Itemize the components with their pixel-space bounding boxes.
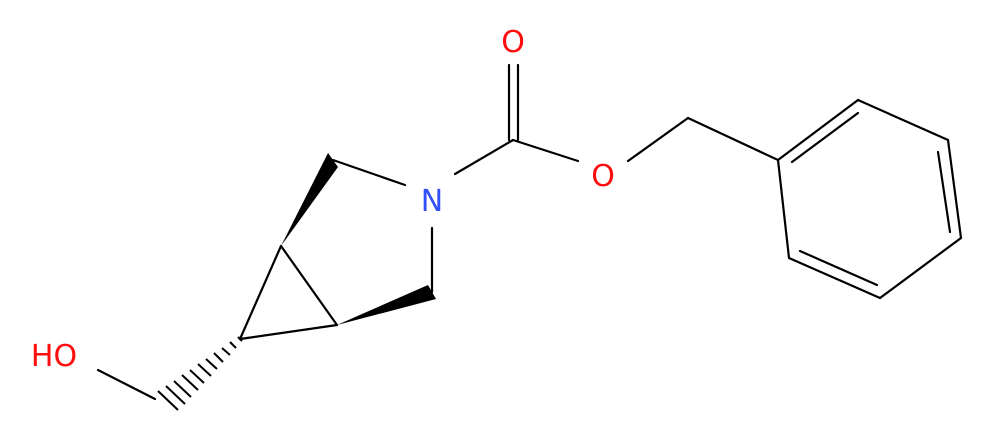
ch2-oh-bond (96, 368, 157, 401)
wedge-bond-lower (337, 285, 436, 325)
ring-ch2-n-upper (331, 158, 407, 187)
ring-fusion-bond (279, 244, 339, 327)
benzene-bond-5 (787, 256, 882, 300)
benzene-bond-1 (776, 98, 860, 162)
benzene-bond-4 (878, 236, 963, 300)
benzene-bond-1-inner (790, 111, 860, 164)
carbonyl-oxygen-label: O (501, 25, 525, 60)
hydroxyl-label: HO (31, 339, 77, 374)
cyclopropane-bond-lower (238, 323, 339, 341)
ester-oxygen-label: O (591, 159, 615, 194)
cyclopropane-bond-upper (238, 244, 283, 341)
hashed-wedge-bond (157, 336, 243, 411)
carbamate-n-bond (453, 138, 515, 176)
benzene-bond-2 (856, 98, 950, 142)
benzyl-bond (686, 116, 780, 162)
benzene-bond-3 (946, 138, 963, 240)
benzene-bond-5-inner (798, 249, 879, 287)
carbamate-o-bond (511, 138, 580, 163)
ring-nitrogen-label: N (421, 184, 443, 219)
benzene-bond-3-inner (936, 150, 952, 234)
wedge-bond-upper (281, 153, 338, 246)
ester-o-ch2-bond (626, 116, 690, 163)
benzene-bond-6 (776, 158, 791, 260)
